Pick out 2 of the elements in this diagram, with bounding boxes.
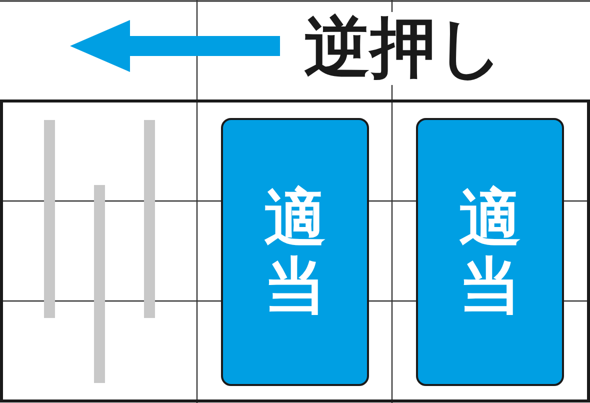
block-box: 適当 (416, 118, 564, 386)
block-box: 適当 (221, 118, 369, 386)
